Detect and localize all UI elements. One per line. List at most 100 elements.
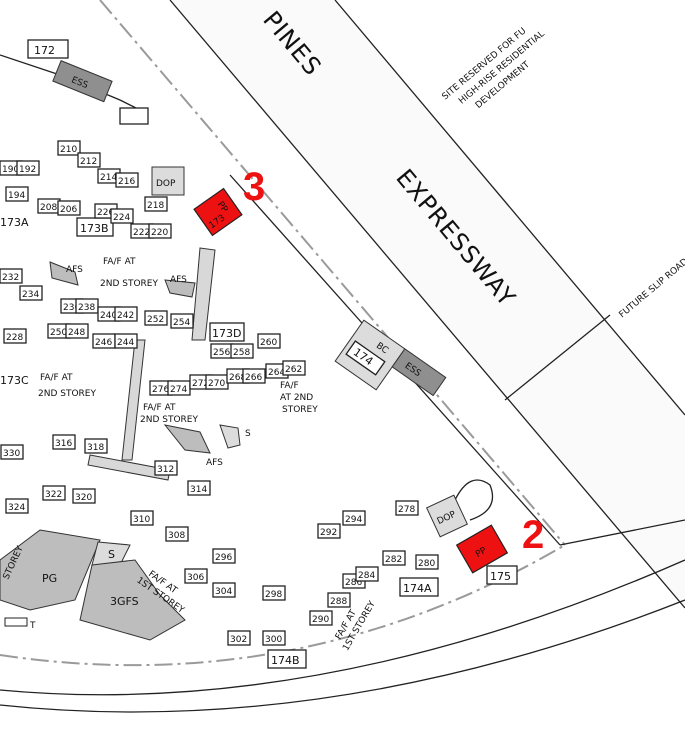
unit-label: 272 <box>192 379 209 389</box>
unit-block <box>184 568 208 584</box>
unit-block <box>75 298 99 314</box>
block-173a-label: 173A <box>0 216 29 229</box>
unit-label: 268 <box>229 373 246 383</box>
unit-label: 310 <box>133 515 150 525</box>
unit-block <box>165 526 189 542</box>
block-174a-label: 174A <box>403 582 432 595</box>
unit-label: 250 <box>50 328 67 338</box>
reserved-site-note: SITE RESERVED FOR FU HIGH-RISE RESIDENTI… <box>441 26 547 111</box>
afs-2 <box>164 279 196 298</box>
unit-label: 284 <box>358 571 375 581</box>
unit-label: 194 <box>8 191 25 201</box>
unit-block <box>242 368 266 384</box>
unit-label: 210 <box>60 145 77 155</box>
unit-block <box>317 523 341 539</box>
unit-block <box>415 554 439 570</box>
slip-road-edge <box>559 519 685 546</box>
unit-label: 212 <box>80 157 97 167</box>
unit-label: 248 <box>68 328 85 338</box>
t-label: T <box>29 621 36 631</box>
dop-building-173 <box>151 166 185 196</box>
block-173d-tag <box>209 322 245 342</box>
unit-label: 290 <box>312 615 329 625</box>
unit-label: 282 <box>385 555 402 565</box>
afs-1 <box>49 261 79 286</box>
note-fa2-c-1: FA/F AT <box>143 403 176 413</box>
unit-label: 216 <box>118 177 135 187</box>
unit-label: 222 <box>133 228 150 238</box>
reserved-line-1: SITE RESERVED FOR FU <box>441 26 529 102</box>
unit-label: 298 <box>265 590 282 600</box>
unit-label: 252 <box>147 315 164 325</box>
unit-label: 266 <box>245 373 262 383</box>
unit-block <box>282 360 306 376</box>
note-fa2-a-2: 2ND STOREY <box>100 279 158 289</box>
unit-label: 278 <box>398 505 415 515</box>
ess-building <box>52 60 113 103</box>
future-slip-road-label: FUTURE SLIP ROAD <box>618 257 685 320</box>
note-fa2-b-2: 2ND STOREY <box>38 389 96 399</box>
unit-label: 214 <box>100 173 117 183</box>
afs-label-2: AFS <box>170 275 187 285</box>
afs-label-3: AFS <box>206 458 223 468</box>
unit-label: 226 <box>97 208 114 218</box>
unit-label: 318 <box>87 443 104 453</box>
unit-block <box>19 285 43 301</box>
note-fa2-a-1: FA/F AT <box>103 257 136 267</box>
road-edge-bottom-2 <box>0 599 685 713</box>
unit-label: 276 <box>152 385 169 395</box>
block-174b-tag <box>267 649 307 669</box>
unit-block <box>227 630 251 646</box>
unit-label: 308 <box>168 531 185 541</box>
unit-label: 292 <box>320 528 337 538</box>
unit-block <box>42 485 66 501</box>
dop-driveway <box>454 479 494 521</box>
unit-label: 260 <box>260 338 277 348</box>
marker-3: 3 <box>243 165 265 209</box>
unit-label: 330 <box>3 449 20 459</box>
unit-label: 220 <box>151 228 168 238</box>
dop-label-173: DOP <box>156 179 176 189</box>
unit-label: 254 <box>173 318 190 328</box>
unit-label: 206 <box>60 205 77 215</box>
marker-2: 2 <box>522 513 544 557</box>
unit-label: 314 <box>190 485 207 495</box>
block-174a-tag <box>399 577 439 597</box>
shelter-2 <box>219 424 241 449</box>
unit-block <box>72 488 96 504</box>
unit-label: 224 <box>113 213 130 223</box>
note-fa2-d-3: STOREY <box>282 405 318 415</box>
unit-label: 192 <box>19 165 36 175</box>
covered-walkway-2 <box>121 339 146 461</box>
unit-label: 234 <box>22 290 39 300</box>
unit-block <box>144 310 168 326</box>
note-fa2-b-1: FA/F AT <box>40 373 73 383</box>
unit-block <box>115 172 139 188</box>
unit-label: 296 <box>215 553 232 563</box>
unit-block <box>114 333 138 349</box>
unit-block <box>57 200 81 216</box>
unit-block <box>77 152 101 168</box>
unit-label: 238 <box>78 303 95 313</box>
unit-block <box>257 333 281 349</box>
unit-label: 316 <box>55 439 72 449</box>
unit-block <box>3 328 27 344</box>
unit-block <box>52 434 76 450</box>
unit-block <box>144 196 168 212</box>
unit-block <box>309 610 333 626</box>
t-hatched-icon <box>4 617 28 627</box>
unit-label: 302 <box>230 635 247 645</box>
unit-block <box>130 510 154 526</box>
note-fa2-c-2: 2ND STOREY <box>140 415 198 425</box>
unit-label: 312 <box>157 465 174 475</box>
unit-label: 286 <box>345 578 362 588</box>
note-fa2-d-2: AT 2ND <box>280 393 313 403</box>
unit-block <box>65 323 89 339</box>
unit-label: 208 <box>40 203 57 213</box>
ess-building-174 <box>391 348 447 397</box>
block-173b-label: 173B <box>80 222 109 235</box>
unit-label: 320 <box>75 493 92 503</box>
expressway-edge-left <box>169 0 685 609</box>
pp-173: PP 173 <box>193 187 243 237</box>
